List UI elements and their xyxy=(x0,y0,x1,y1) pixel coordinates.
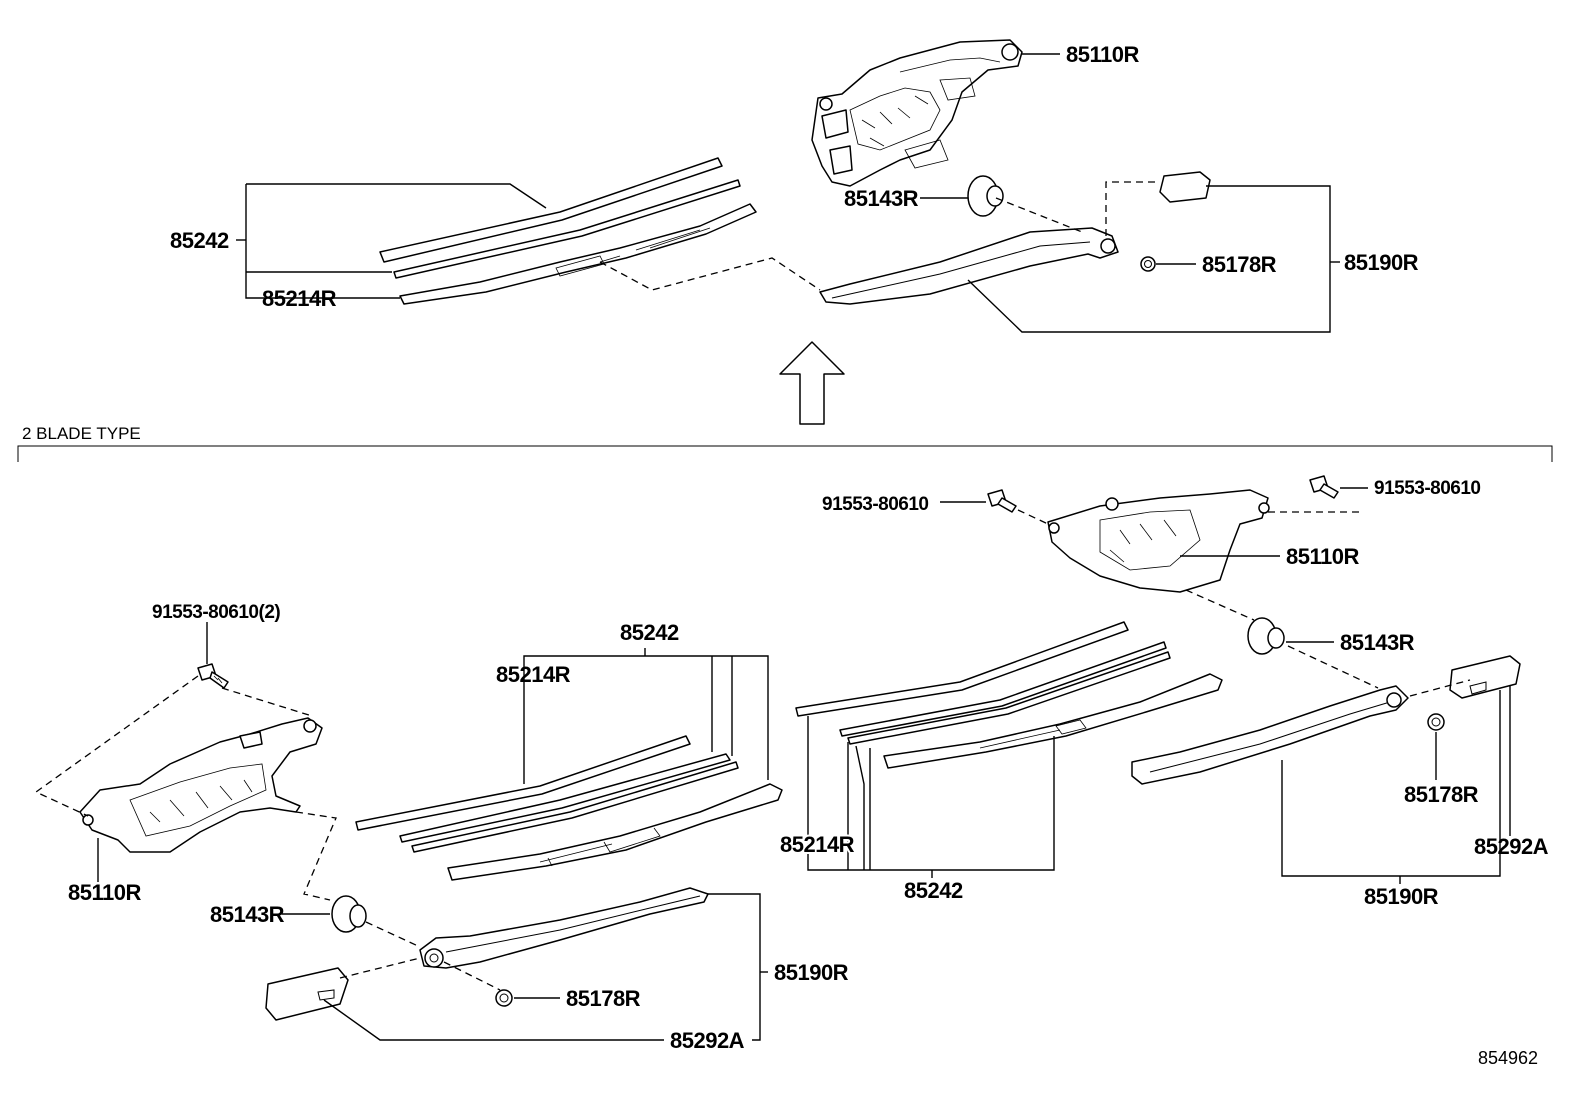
left-wiper-motor xyxy=(79,717,323,853)
right-wiper-arm xyxy=(1131,685,1409,785)
diagram-reference-number: 854962 xyxy=(1478,1048,1538,1068)
right-label-bolt-right: 91553-80610 xyxy=(1374,478,1481,499)
left-label-pivot-cap: 85143R xyxy=(210,902,285,927)
left-pivot-cap xyxy=(331,895,367,933)
top-connect-motor-cap xyxy=(995,197,1083,233)
top-label-blade-rubber: 85242 xyxy=(170,228,229,253)
left-label-bolt: 91553-80610(2) xyxy=(152,602,280,623)
right-blade-rubber xyxy=(795,621,1171,745)
left-label-nut: 85178R xyxy=(566,986,641,1011)
top-label-nut: 85178R xyxy=(1202,252,1277,277)
top-wiper-arm xyxy=(819,171,1211,305)
left-label-motor: 85110R xyxy=(68,880,141,905)
top-wiper-blade xyxy=(399,203,757,305)
top-label-arm-assy: 85190R xyxy=(1344,250,1419,275)
section-title: 2 BLADE TYPE xyxy=(22,424,141,443)
left-arm-cover xyxy=(265,967,349,1021)
right-label-arm-assy: 85190R xyxy=(1364,884,1439,909)
top-pivot-cap xyxy=(967,175,1004,217)
top-label-pivot-cap: 85143R xyxy=(844,186,919,211)
left-label-arm-assy: 85190R xyxy=(774,960,849,985)
left-wiper-blade xyxy=(447,783,783,881)
left-assembly: 91553-80610(2) 85110R 85143R xyxy=(34,602,849,1053)
right-label-motor: 85110R xyxy=(1286,544,1359,569)
top-wiper-motor xyxy=(811,39,1023,187)
top-blade-rubber xyxy=(379,157,741,279)
left-blade-rubber xyxy=(355,735,739,853)
right-arm-cover xyxy=(1449,655,1521,699)
top-assembly: 85110R 85143R 85178R 85190R 85242 85214R xyxy=(170,39,1419,333)
left-bolt xyxy=(197,663,229,689)
right-label-nut: 85178R xyxy=(1404,782,1479,807)
right-label-pivot-cap: 85143R xyxy=(1340,630,1415,655)
right-wiper-blade xyxy=(883,673,1223,769)
left-label-blade-rubber: 85242 xyxy=(620,620,679,645)
top-label-motor: 85110R xyxy=(1066,42,1139,67)
right-assembly: 91553-80610 91553-80610 85110R 85143R xyxy=(778,475,1549,909)
top-connect-arm-cover xyxy=(1105,181,1160,236)
right-label-blade-rubber: 85242 xyxy=(904,878,963,903)
up-arrow-icon xyxy=(779,341,845,425)
left-label-arm-cover: 85292A xyxy=(670,1028,745,1053)
left-nut xyxy=(495,989,513,1007)
left-label-blade: 85214R xyxy=(496,662,571,687)
top-label-blade: 85214R xyxy=(262,286,337,311)
right-pivot-cap xyxy=(1247,617,1285,655)
right-nut xyxy=(1427,713,1445,731)
right-bolt-left xyxy=(987,489,1017,513)
left-wiper-arm xyxy=(419,887,709,969)
right-label-arm-cover: 85292A xyxy=(1474,834,1549,859)
right-label-bolt-left: 91553-80610 xyxy=(822,494,929,515)
section-bracket xyxy=(17,445,1553,462)
right-bolt-right xyxy=(1309,475,1339,499)
right-wiper-motor xyxy=(1047,489,1270,593)
right-label-blade: 85214R xyxy=(780,832,855,857)
top-connect-blade-arm xyxy=(599,257,821,291)
